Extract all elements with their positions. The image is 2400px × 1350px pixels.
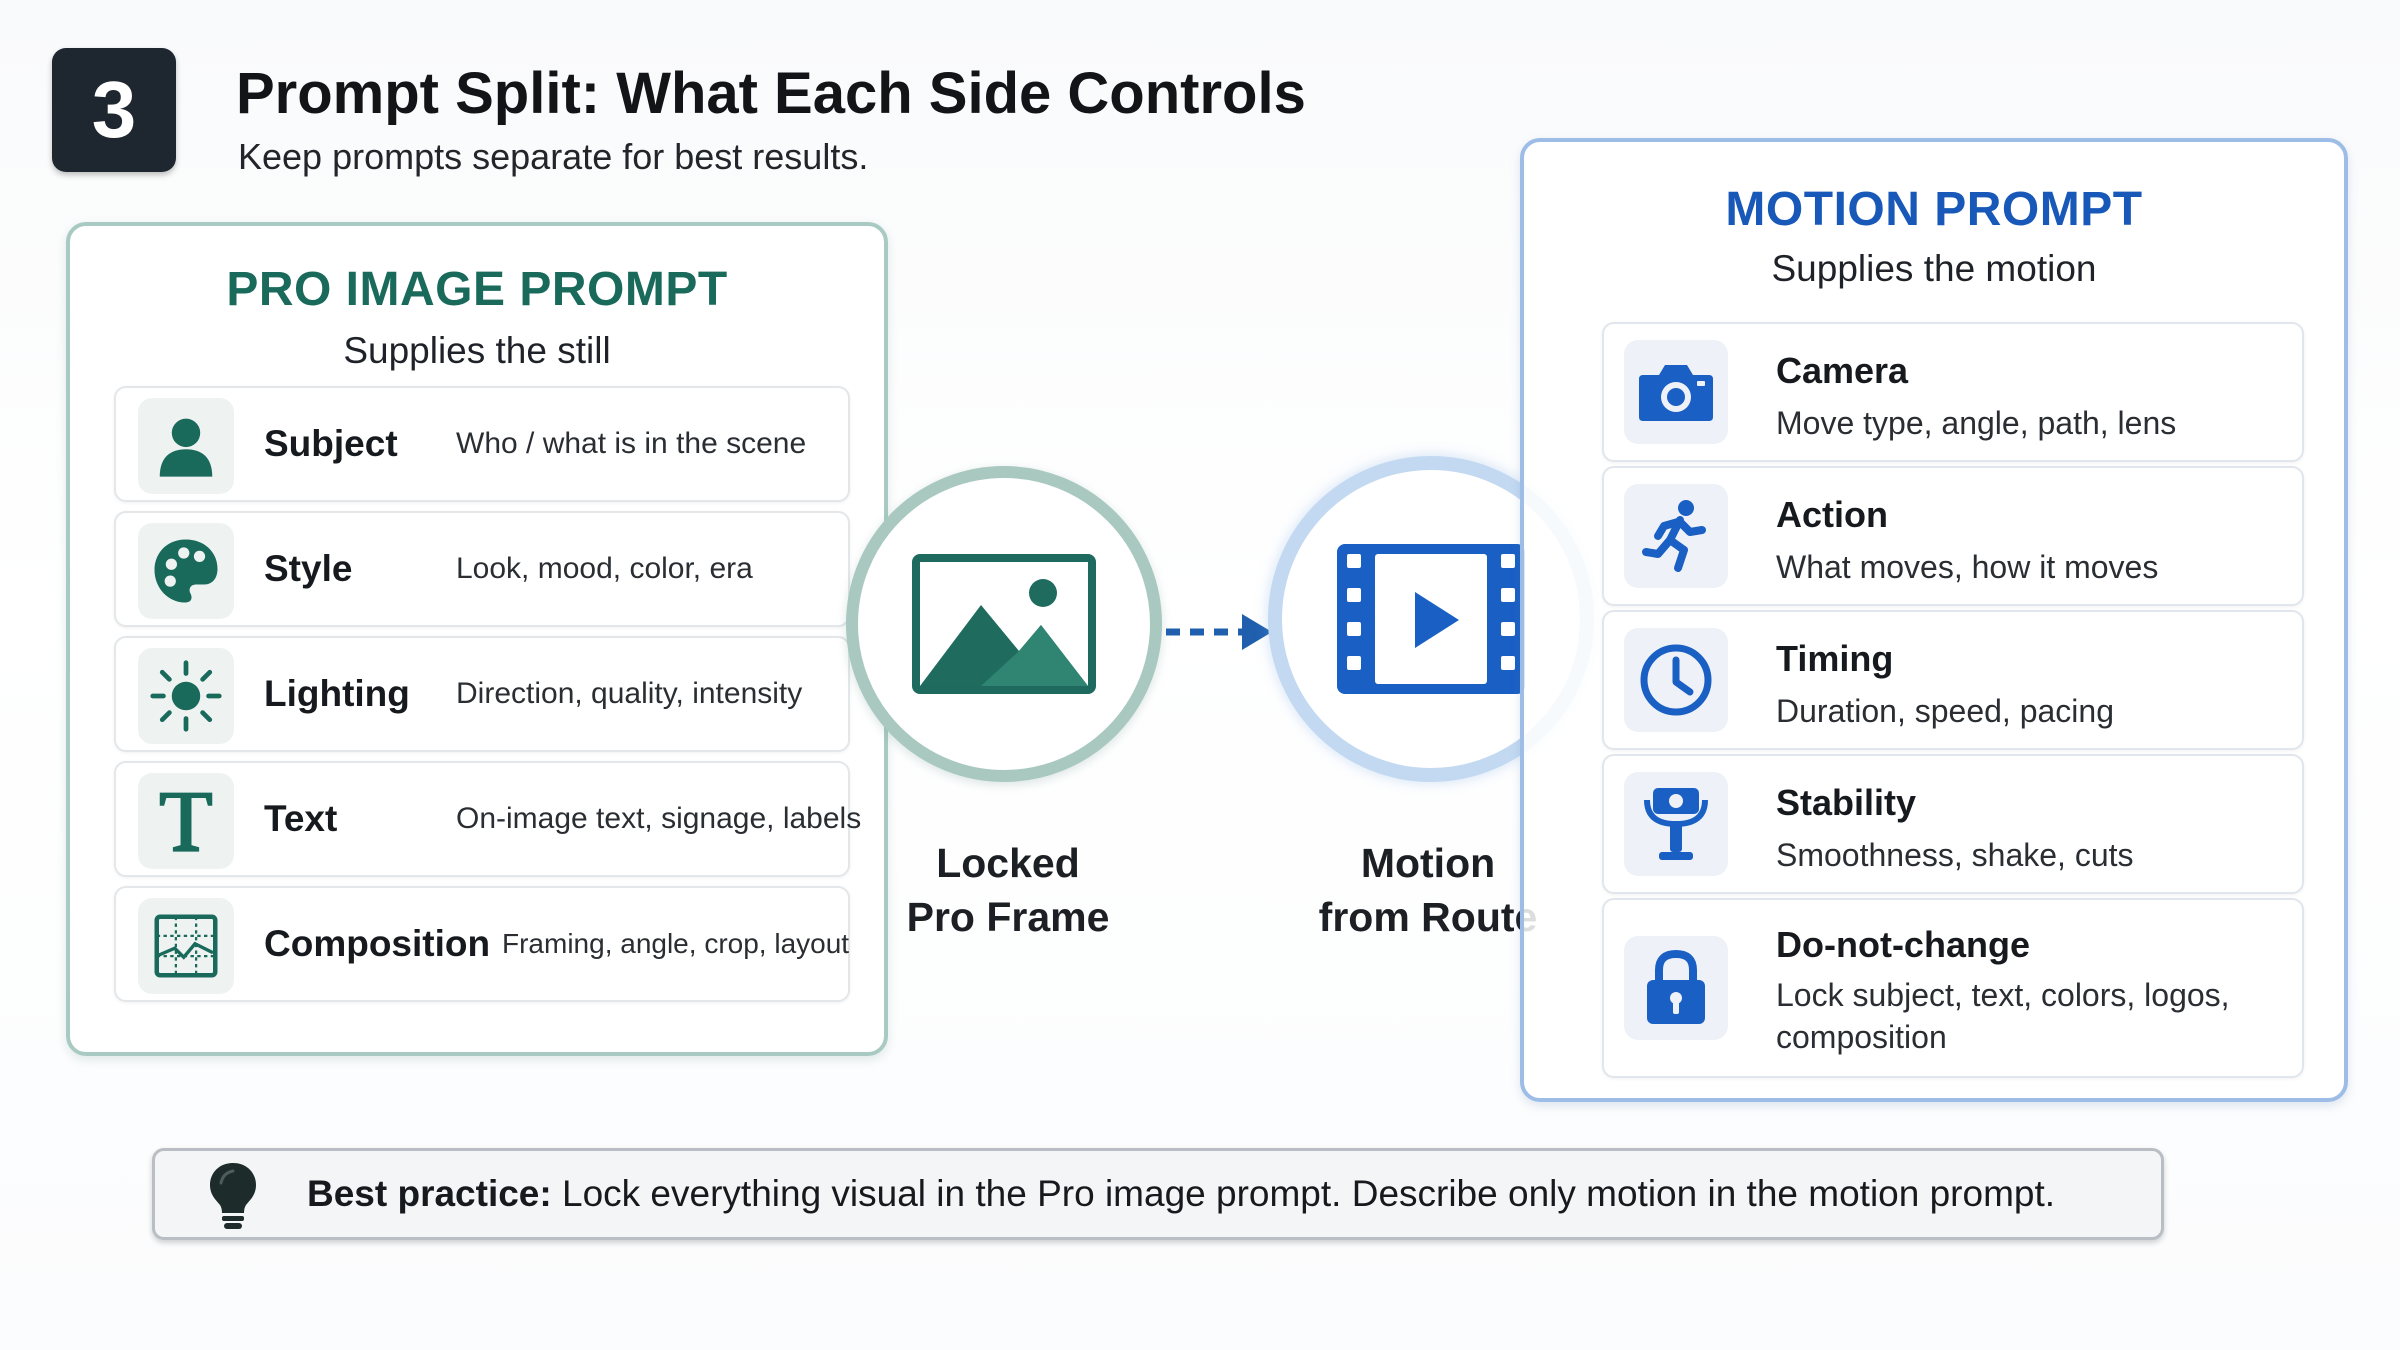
pro-image-prompt-panel: PRO IMAGE PROMPT Supplies the still Subj… [66, 222, 888, 1056]
item-label: Camera [1776, 350, 1909, 391]
step-number-badge: 3 [52, 48, 176, 172]
label-line: Pro Frame [906, 894, 1110, 940]
best-practice-text: Best practice: Lock everything visual in… [307, 1151, 2055, 1237]
list-item-text: Text On-image text, signage, labels [114, 761, 861, 877]
text-t-icon [138, 773, 234, 869]
lightbulb-icon [207, 1161, 259, 1236]
item-label: Stability [1776, 782, 1917, 823]
running-person-icon [1624, 484, 1728, 588]
item-label: Subject [264, 423, 398, 464]
motion-prompt-panel: MOTION PROMPT Supplies the motion Camera… [1520, 138, 2348, 1102]
item-description: Move type, angle, path, lens [1776, 405, 2177, 441]
list-item-composition: Composition Framing, angle, crop, layout [114, 886, 850, 1002]
item-label: Composition [264, 923, 491, 964]
item-description: Framing, angle, crop, layout [502, 928, 850, 959]
item-description: What moves, how it moves [1776, 549, 2159, 585]
list-item-lighting: Lighting Direction, quality, intensity [114, 636, 850, 752]
clock-icon [1624, 628, 1728, 732]
item-description: On-image text, signage, labels [456, 802, 862, 835]
label-line: Locked [936, 840, 1080, 886]
item-label: Timing [1776, 638, 1894, 679]
item-label: Text [264, 798, 338, 839]
panel-title: PRO IMAGE PROMPT [226, 263, 728, 316]
list-item-style: Style Look, mood, color, era [114, 511, 850, 627]
item-description: Who / what is in the scene [456, 427, 807, 460]
list-item-stability: Stability Smoothness, shake, cuts [1602, 754, 2304, 894]
label-line: Motion [1360, 840, 1496, 886]
item-label: Action [1776, 494, 1888, 535]
item-description: Direction, quality, intensity [456, 677, 803, 710]
person-icon [138, 398, 234, 494]
page-title: Prompt Split: What Each Side Controls [236, 61, 1306, 126]
list-item-camera: Camera Move type, angle, path, lens [1602, 322, 2304, 462]
panel-subtitle: Supplies the still [343, 330, 611, 371]
palette-icon [138, 523, 234, 619]
list-item-do-not-change: Do-not-change Lock subject, text, colors… [1602, 898, 2304, 1078]
panel-subtitle: Supplies the motion [1771, 248, 2097, 289]
camera-icon [1624, 340, 1728, 444]
best-practice-message: Lock everything visual in the Pro image … [551, 1173, 2056, 1214]
best-practice-callout: Best practice: Lock everything visual in… [152, 1148, 2164, 1240]
sun-icon [138, 648, 234, 744]
item-description: Lock subject, text, colors, logos, compo… [1776, 977, 2230, 1055]
best-practice-label: Best practice: [307, 1173, 552, 1214]
composition-frame-icon [138, 898, 234, 994]
dashed-arrow-icon [1166, 614, 1272, 650]
item-label: Do-not-change [1776, 924, 2030, 965]
list-item-action: Action What moves, how it moves [1602, 466, 2304, 606]
locked-pro-frame-icon [846, 466, 1162, 782]
gimbal-icon [1624, 772, 1728, 876]
item-label: Lighting [264, 673, 410, 714]
locked-pro-frame-label: Locked Pro Frame [880, 836, 1136, 944]
item-description: Smoothness, shake, cuts [1776, 837, 2134, 873]
page-subtitle: Keep prompts separate for best results. [238, 136, 869, 177]
motion-from-route-label: Motion from Route [1300, 836, 1556, 944]
item-description: Duration, speed, pacing [1776, 693, 2114, 729]
item-label: Style [264, 548, 353, 589]
padlock-icon [1624, 936, 1728, 1040]
item-description: Look, mood, color, era [456, 552, 753, 585]
list-item-subject: Subject Who / what is in the scene [114, 386, 850, 502]
label-line: from Route [1318, 894, 1538, 940]
panel-title: MOTION PROMPT [1725, 183, 2143, 236]
list-item-timing: Timing Duration, speed, pacing [1602, 610, 2304, 750]
